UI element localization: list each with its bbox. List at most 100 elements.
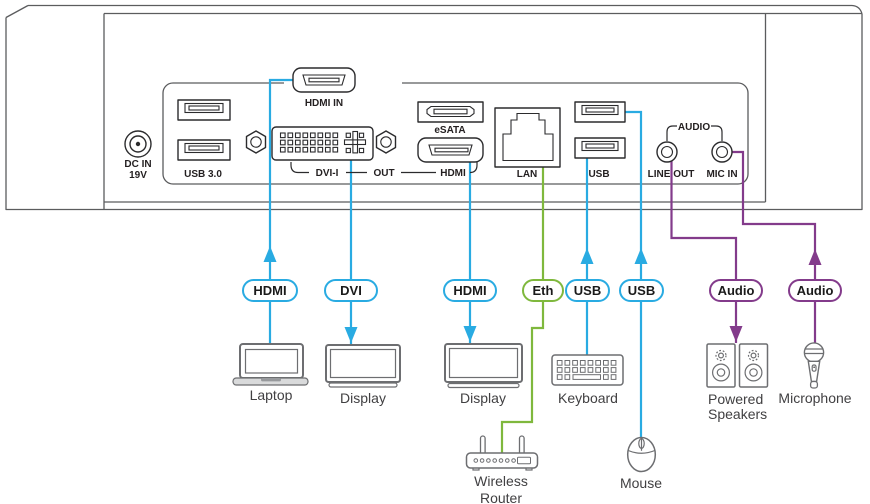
cable-audio-speakers xyxy=(670,160,738,343)
cable-pills: HDMI DVI HDMI Eth USB USB Audio Audio xyxy=(242,279,842,302)
audio-bracket-right xyxy=(711,125,723,141)
mic-in-jack-inner xyxy=(715,145,729,159)
pill-dvi-label: DVI xyxy=(340,283,362,298)
out-label: OUT xyxy=(373,168,394,179)
line-out-jack-outer xyxy=(656,141,678,163)
esata-bar xyxy=(433,108,468,115)
dvi-pin-grid xyxy=(279,132,339,153)
hex-screw-left-nut xyxy=(245,130,267,154)
pill-usb-mouse xyxy=(619,279,664,302)
usb3-ports: USB 3.0 xyxy=(177,99,231,180)
mouse-label: Mouse xyxy=(620,475,662,491)
microphone-head xyxy=(803,342,825,363)
usb-label: USB xyxy=(588,169,609,180)
pill-usb-keyboard-label: USB xyxy=(574,283,601,298)
microphone-base xyxy=(809,380,819,389)
pill-audio-microphone xyxy=(788,279,842,302)
usb-port-top-slot xyxy=(581,104,619,116)
cable-eth-router xyxy=(500,167,545,454)
mouse-scroll-wheel xyxy=(638,438,645,449)
arrow-up-audio-microphone xyxy=(808,249,822,265)
line-out-jack-inner xyxy=(660,145,674,159)
usb3-port-top xyxy=(177,99,231,121)
microphone-switch-dot xyxy=(813,366,815,369)
keyboard-label: Keyboard xyxy=(558,390,618,406)
esata-port: eSATA xyxy=(417,101,484,136)
usb-port-top xyxy=(574,101,626,123)
pill-audio-speakers-label: Audio xyxy=(718,283,755,298)
keyboard-body xyxy=(551,354,624,386)
display-1-stand xyxy=(328,382,398,388)
microphone-switch xyxy=(811,364,817,372)
pill-audio-speakers xyxy=(709,279,763,302)
hex-screw-right-nut xyxy=(375,130,397,154)
chassis-top-edge xyxy=(28,4,863,15)
lan-port: LAN xyxy=(494,107,561,180)
display-1-device: Display xyxy=(325,344,401,406)
router-antenna-right xyxy=(518,435,525,456)
hdmi-out-outline xyxy=(417,137,484,163)
laptop-screen-inner xyxy=(244,348,299,374)
microphone-grill-lines xyxy=(804,348,824,355)
display-1-label: Display xyxy=(340,390,386,406)
powered-speakers-device: Powered Speakers xyxy=(706,343,769,422)
router-label-line1: Wireless xyxy=(474,473,528,489)
dc-in-pin xyxy=(135,141,141,147)
esata-slot xyxy=(426,105,475,118)
router-antenna-left xyxy=(479,435,486,456)
hdmi-in-bar xyxy=(308,77,340,83)
dvi-hdmi-out-bracket: DVI-I OUT HDMI xyxy=(290,162,478,179)
arrow-down-audio-speakers xyxy=(729,326,743,342)
hdmi-in-slot xyxy=(302,74,346,86)
cable-audio-microphone xyxy=(731,150,817,343)
esata-label: eSATA xyxy=(434,125,465,136)
cable-arrows xyxy=(263,246,822,343)
microphone-label: Microphone xyxy=(778,390,851,406)
keyboard-device: Keyboard xyxy=(551,354,624,406)
display-2-inner xyxy=(448,347,519,379)
usb-port-bottom-tongue xyxy=(585,143,615,149)
audio-section: AUDIO LINE OUT MIC IN xyxy=(648,122,738,180)
pill-eth xyxy=(522,279,564,302)
audio-group-label: AUDIO xyxy=(678,122,710,133)
arrow-down-hdmi-display xyxy=(463,326,477,342)
lan-jack xyxy=(502,112,554,162)
laptop-label: Laptop xyxy=(250,387,293,403)
usb-port-bottom-slot xyxy=(581,140,619,152)
speaker-right-drivers xyxy=(744,349,763,382)
pill-usb-keyboard xyxy=(565,279,610,302)
usb-port-top-tongue xyxy=(585,107,615,113)
hex-screw-left xyxy=(245,130,267,154)
usb3-port-bottom-tongue xyxy=(188,145,220,151)
usb3-port-top-tongue xyxy=(188,105,220,111)
line-out-label: LINE OUT xyxy=(648,169,695,180)
chassis-outer xyxy=(5,14,863,211)
dc-in-label-line2: 19V xyxy=(129,170,147,181)
lan-outline xyxy=(494,107,561,168)
hdmi-out-port xyxy=(417,137,484,163)
arrow-up-usb-mouse xyxy=(634,248,648,264)
wireless-router-device: Wireless Router xyxy=(465,435,539,504)
pill-hdmi-display-label: HDMI xyxy=(453,283,486,298)
pill-usb-mouse-label: USB xyxy=(628,283,655,298)
usb3-port-top-slot xyxy=(184,102,224,114)
pill-hdmi-laptop xyxy=(242,279,298,302)
mic-in-label: MIC IN xyxy=(706,169,737,180)
dc-in-label-line1: DC IN xyxy=(124,159,151,170)
display-2-stand xyxy=(447,382,520,389)
mic-in-jack-outer xyxy=(711,141,733,163)
speakers-label-line1: Powered xyxy=(708,391,763,407)
usb3-port-bottom-slot xyxy=(184,142,224,154)
arrow-up-usb-keyboard xyxy=(580,248,594,264)
mouse-body xyxy=(626,436,657,473)
lan-label: LAN xyxy=(517,169,538,180)
pill-hdmi-laptop-label: HDMI xyxy=(253,283,286,298)
laptop-base-notch xyxy=(261,378,281,382)
chassis-left-bevel xyxy=(5,4,29,19)
speaker-left-drivers xyxy=(711,349,730,382)
hdmi-out-label: HDMI xyxy=(440,168,466,179)
pill-dvi xyxy=(324,279,378,302)
hdmi-out-bar xyxy=(434,147,469,153)
dc-in-port: DC IN 19V xyxy=(124,130,152,181)
